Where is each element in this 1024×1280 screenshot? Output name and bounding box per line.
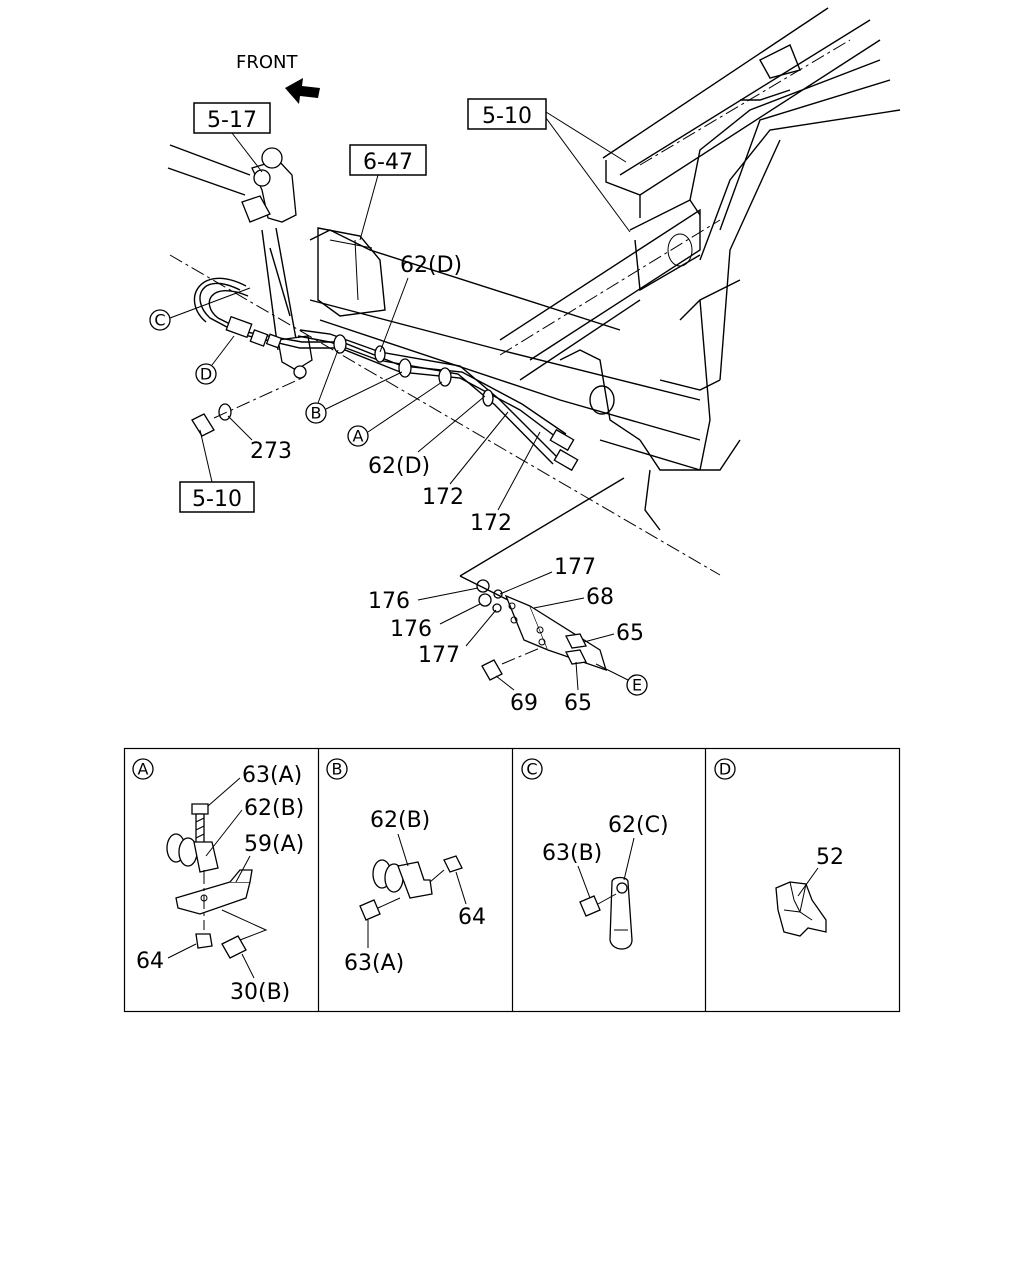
label-a-30b: 30(B) [230, 980, 290, 1005]
svg-text:5-10: 5-10 [482, 104, 532, 129]
label-172-b: 172 [470, 511, 512, 536]
label-177-b: 177 [418, 643, 460, 668]
svg-text:A: A [353, 427, 364, 446]
label-69: 69 [510, 691, 538, 716]
chassis-frame [167, 7, 901, 576]
front-label: FRONT [236, 52, 298, 73]
detail-a: A 63(A) 62(B) 59(A) 64 30(B) [132, 758, 304, 1005]
label-68: 68 [586, 585, 614, 610]
label-176-b: 176 [390, 617, 432, 642]
svg-text:D: D [719, 760, 731, 779]
label-a-62b: 62(B) [244, 796, 304, 821]
svg-text:C: C [154, 311, 165, 330]
label-c-63b: 63(B) [542, 841, 602, 866]
label-a-63a: 63(A) [242, 763, 302, 788]
label-62d-mid: 62(D) [368, 454, 430, 479]
callout-c: C [149, 287, 251, 331]
svg-text:E: E [632, 676, 642, 695]
label-62d-top: 62(D) [400, 253, 462, 278]
front-indicator: FRONT [236, 52, 320, 104]
label-177-a: 177 [554, 555, 596, 580]
label-a-64: 64 [136, 949, 164, 974]
svg-text:D: D [200, 365, 212, 384]
label-176-a: 176 [368, 589, 410, 614]
svg-text:A: A [138, 760, 149, 779]
callout-b: B [305, 349, 403, 424]
detail-b: B 62(B) 64 63(A) [326, 758, 486, 976]
svg-text:B: B [332, 760, 343, 779]
svg-text:C: C [526, 760, 537, 779]
ref-box-6-47: 6-47 [349, 144, 427, 241]
label-273: 273 [250, 439, 292, 464]
label-a-59a: 59(A) [244, 832, 304, 857]
ref-box-5-10-top: 5-10 [467, 98, 631, 233]
front-arrow-icon [285, 78, 320, 104]
svg-text:5-17: 5-17 [207, 108, 257, 133]
label-c-62c: 62(C) [608, 813, 669, 838]
ref-box-5-10-left: 5-10 [179, 429, 255, 513]
detail-d: D 52 [714, 758, 844, 937]
callout-d: D [195, 335, 235, 385]
detail-panels [123, 747, 901, 1013]
label-172-a: 172 [422, 485, 464, 510]
svg-text:5-10: 5-10 [192, 487, 242, 512]
brake-pipes [191, 277, 579, 472]
label-d-52: 52 [816, 845, 844, 870]
svg-text:B: B [311, 404, 322, 423]
ref-box-5-17: 5-17 [193, 102, 271, 173]
label-b-62b: 62(B) [370, 808, 430, 833]
label-b-63a: 63(A) [344, 951, 404, 976]
svg-text:6-47: 6-47 [363, 150, 413, 175]
part-labels: 62(D) 273 62(D) 172 172 177 176 68 176 6… [227, 253, 644, 716]
label-b-64: 64 [458, 905, 486, 930]
label-65-b: 65 [564, 691, 592, 716]
label-65-a: 65 [616, 621, 644, 646]
detail-c: C 62(C) 63(B) [521, 758, 669, 950]
callout-a: A [347, 381, 443, 447]
bracket-group [459, 477, 625, 681]
callout-e: E [595, 663, 648, 696]
